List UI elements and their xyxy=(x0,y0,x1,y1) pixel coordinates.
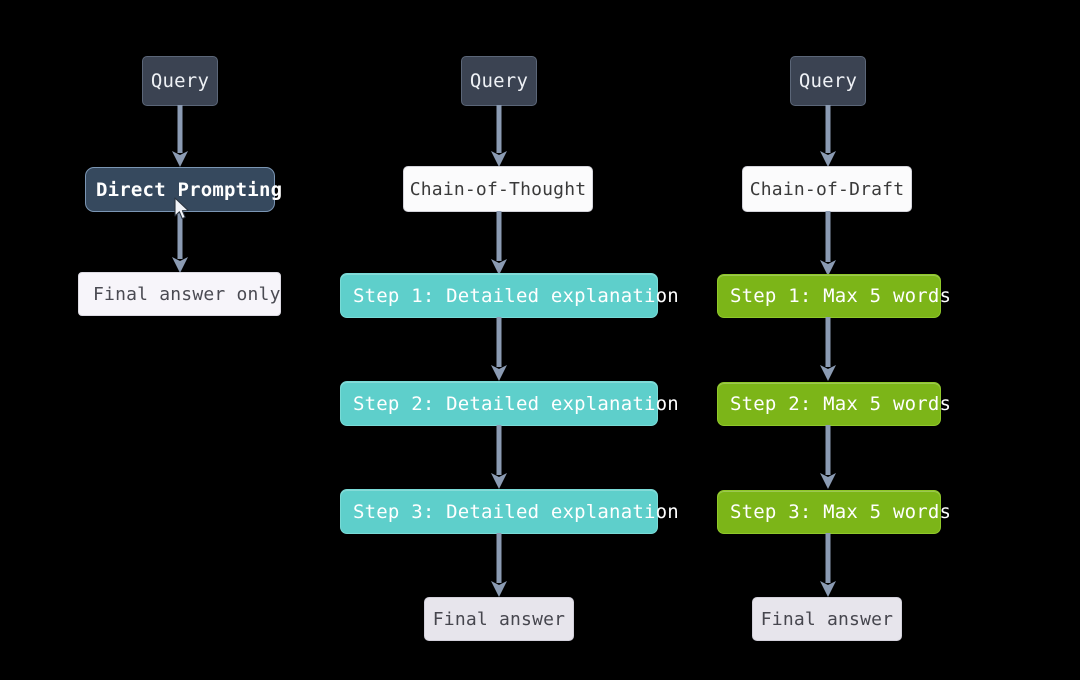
connector-step-3-to-final-chain-of-draft xyxy=(818,533,838,599)
step-box-chain-of-draft-3[interactable]: Step 3: Max 5 words xyxy=(717,490,952,534)
connector-chain-of-draft-to-step-1 xyxy=(818,211,838,278)
connector-query-to-chain-of-draft xyxy=(818,105,838,169)
query-label: Query xyxy=(798,70,858,92)
connector-step-2-to-step-3-chain-of-draft xyxy=(818,425,838,491)
query-label: Query xyxy=(469,70,529,92)
final-answer-label: Final answer xyxy=(760,608,894,630)
connector-direct-prompting-to-final xyxy=(170,211,190,275)
step-box-chain-of-thought-3[interactable]: Step 3: Detailed explanation xyxy=(340,489,679,534)
method-label: Chain-of-Thought xyxy=(409,178,587,200)
query-box-direct-prompting[interactable]: Query xyxy=(142,56,218,106)
method-label: Chain-of-Draft xyxy=(749,178,905,200)
step-box-chain-of-thought-2[interactable]: Step 2: Detailed explanation xyxy=(340,381,679,426)
final-answer-box-direct-prompting[interactable]: Final answer only xyxy=(78,272,281,316)
method-box-direct-prompting[interactable]: Direct Prompting xyxy=(85,167,283,212)
connector-chain-of-thought-to-step-1 xyxy=(489,211,509,277)
step-label: Step 2: Max 5 words xyxy=(730,393,952,415)
step-box-chain-of-draft-2[interactable]: Step 2: Max 5 words xyxy=(717,382,952,426)
step-label: Step 2: Detailed explanation xyxy=(353,392,679,415)
method-label: Direct Prompting xyxy=(96,178,283,201)
step-label: Step 3: Detailed explanation xyxy=(353,500,679,523)
final-answer-label: Final answer xyxy=(432,608,566,630)
connector-query-to-chain-of-thought xyxy=(489,105,509,169)
query-box-chain-of-draft[interactable]: Query xyxy=(790,56,866,106)
query-box-chain-of-thought[interactable]: Query xyxy=(461,56,537,106)
final-answer-box-chain-of-draft[interactable]: Final answer xyxy=(752,597,902,641)
final-answer-label: Final answer only xyxy=(93,283,281,305)
step-box-chain-of-thought-1[interactable]: Step 1: Detailed explanation xyxy=(340,273,679,318)
query-label: Query xyxy=(150,70,210,92)
step-label: Step 1: Max 5 words xyxy=(730,285,952,307)
method-box-chain-of-thought[interactable]: Chain-of-Thought xyxy=(403,166,593,212)
step-box-chain-of-draft-1[interactable]: Step 1: Max 5 words xyxy=(717,274,952,318)
connector-step-1-to-step-2-chain-of-thought xyxy=(489,317,509,383)
connector-query-to-direct-prompting xyxy=(170,105,190,169)
connector-step-2-to-step-3-chain-of-thought xyxy=(489,425,509,491)
step-label: Step 1: Detailed explanation xyxy=(353,284,679,307)
step-label: Step 3: Max 5 words xyxy=(730,501,952,523)
connector-step-3-to-final-chain-of-thought xyxy=(489,533,509,599)
connector-step-1-to-step-2-chain-of-draft xyxy=(818,317,838,383)
final-answer-box-chain-of-thought[interactable]: Final answer xyxy=(424,597,574,641)
method-box-chain-of-draft[interactable]: Chain-of-Draft xyxy=(742,166,912,212)
